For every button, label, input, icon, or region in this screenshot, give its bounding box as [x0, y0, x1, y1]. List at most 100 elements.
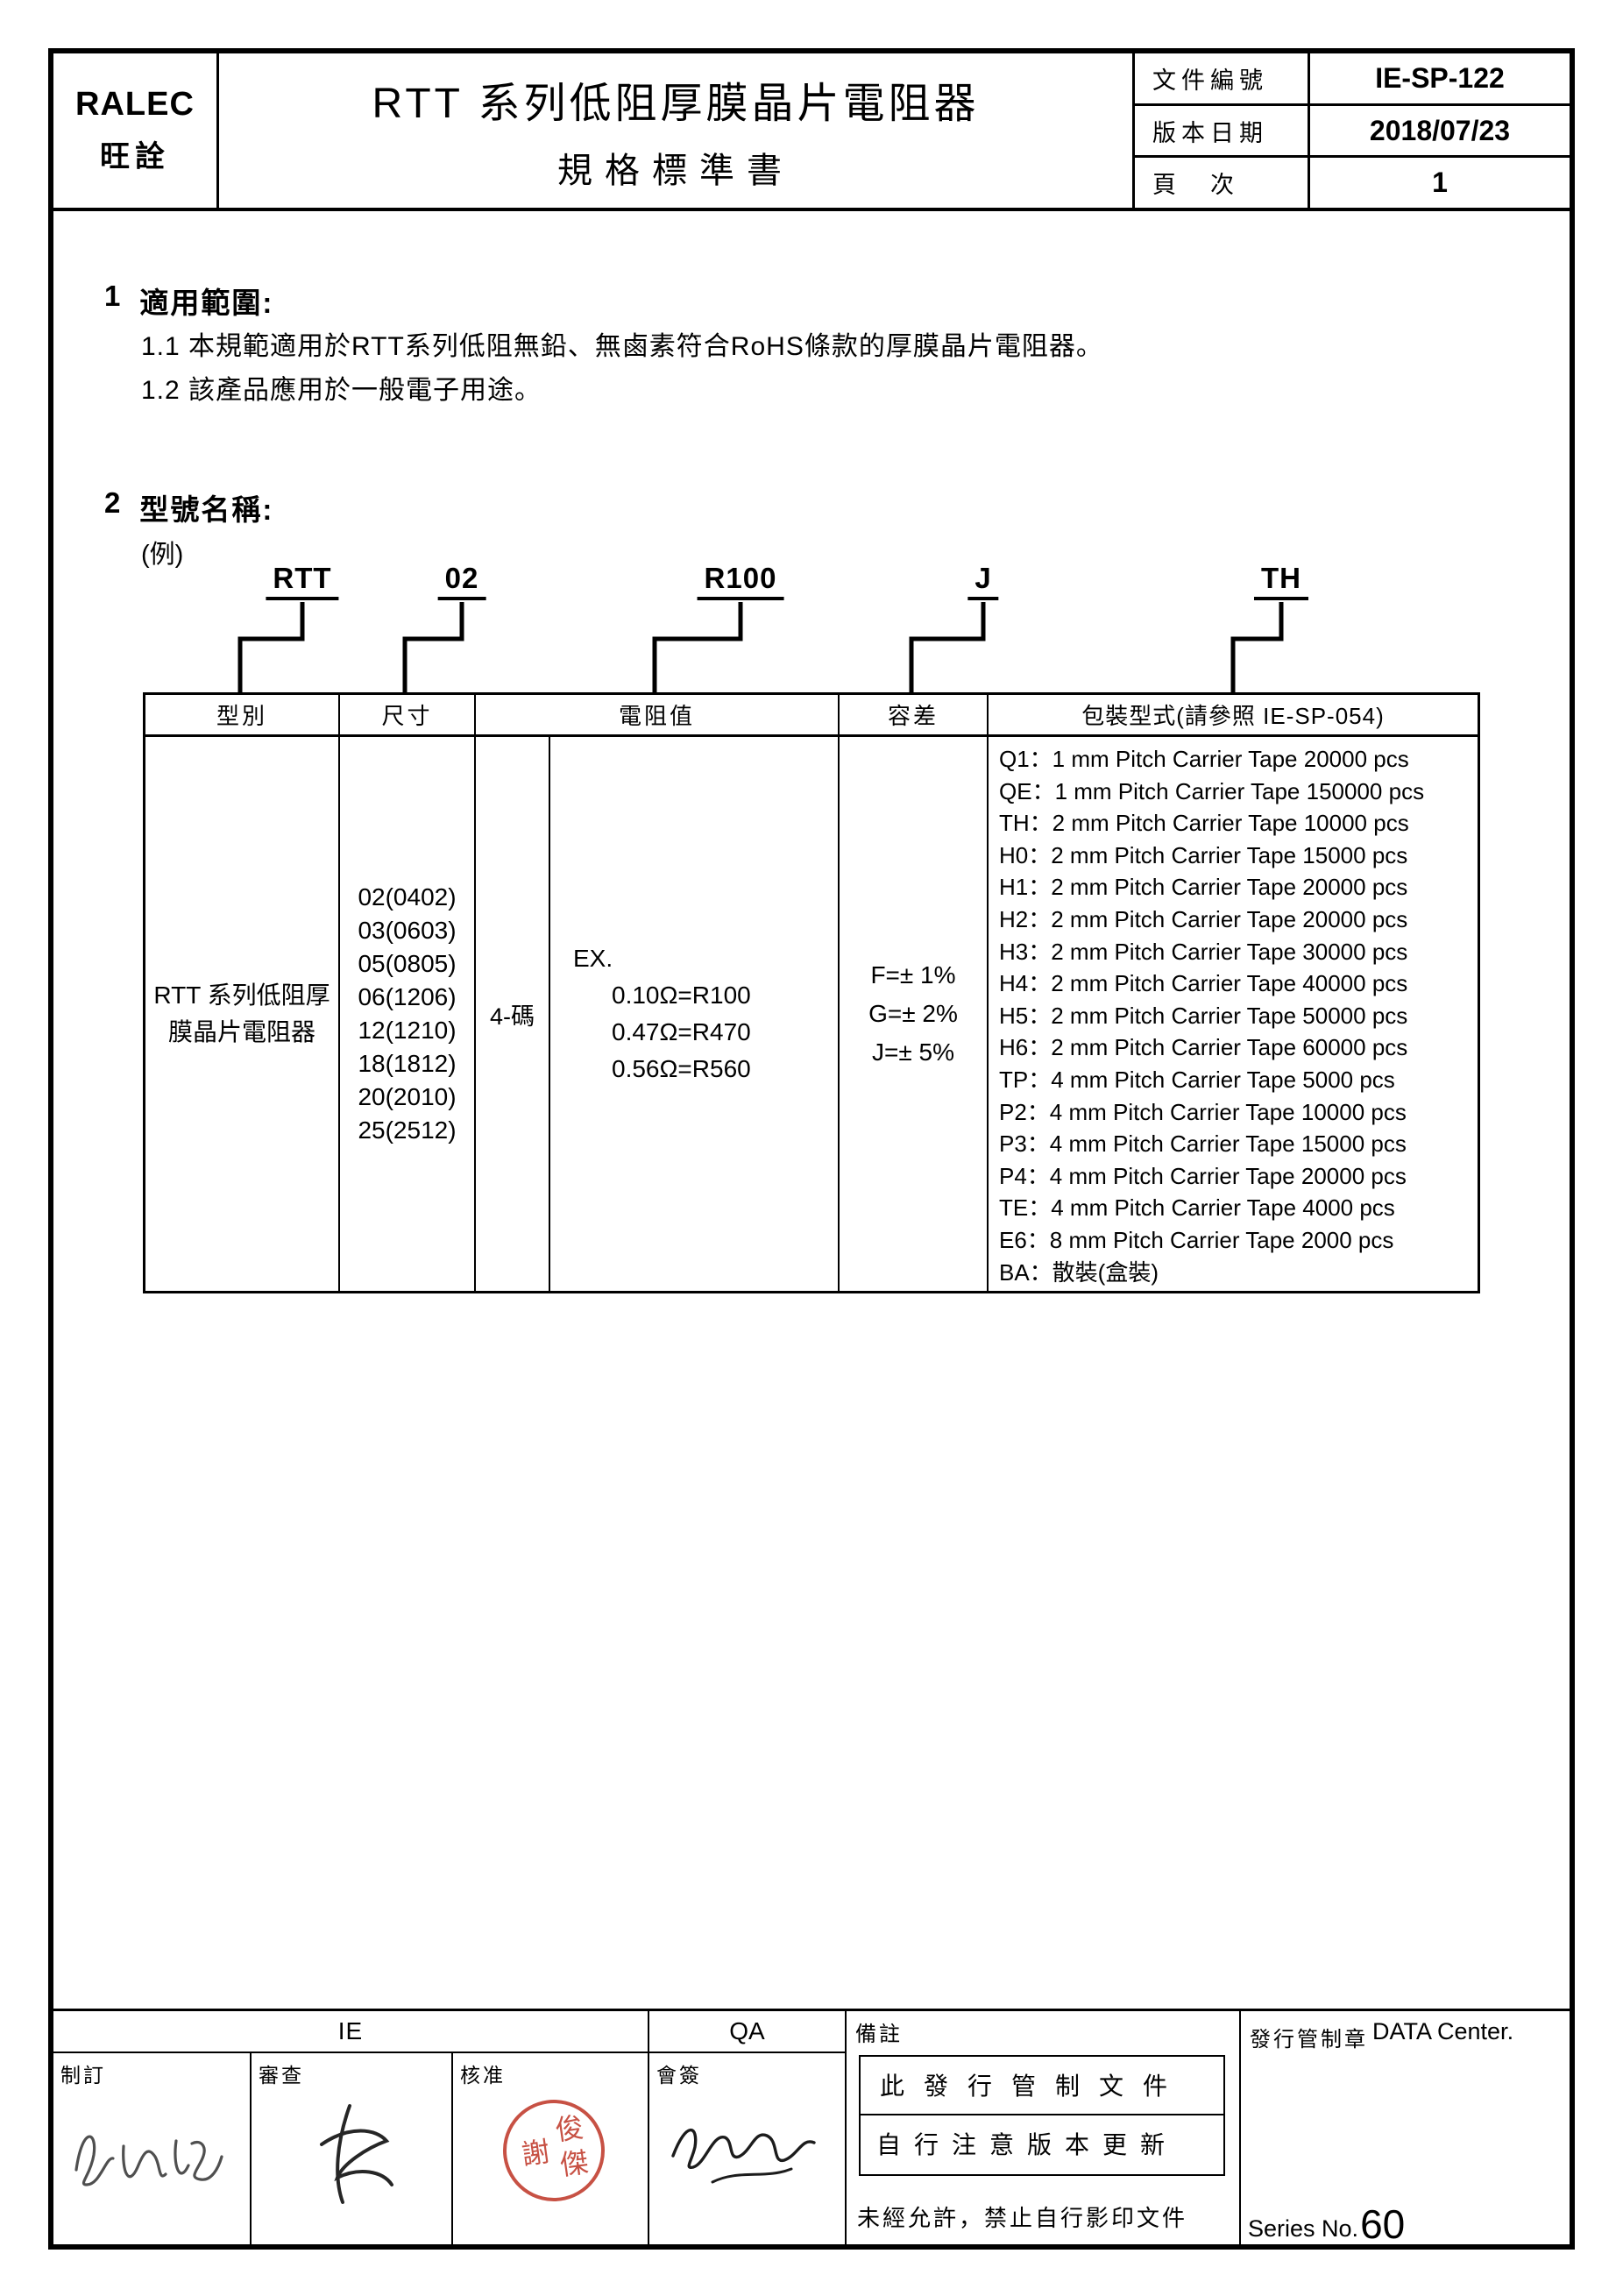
packaging-entry: TE：4 mm Pitch Carrier Tape 4000 pcs — [999, 1194, 1395, 1222]
section1-title: 適用範圍: — [139, 287, 274, 319]
cell-resistance-examples: EX. 0.10Ω=R100 0.47Ω=R470 0.56Ω=R560 — [550, 737, 840, 1291]
reviewed-by-label: 審查 — [259, 2064, 304, 2087]
col-header-type: 型別 — [145, 695, 340, 734]
sign-cell-drafted: 制訂 — [53, 2053, 252, 2247]
sign-cell-reviewed: 審查 — [252, 2053, 453, 2247]
col-header-tolerance: 容差 — [840, 695, 989, 734]
resistance-example: 0.10Ω=R100 — [612, 981, 751, 1009]
part-number-segment-tolerance: J — [967, 562, 999, 600]
part-number-segment-resistance: R100 — [697, 562, 784, 600]
remark-line2: 自行注意版本更新 — [876, 2131, 1179, 2158]
meta-row-page-number: 頁 次 1 — [1135, 158, 1570, 209]
section1-paragraph: 1.2 該產品應用於一般電子用途。 — [141, 376, 542, 405]
section1-heading: 1 適用範圍: — [104, 280, 273, 322]
size-entry: 25(2512) — [358, 1116, 457, 1144]
document-page: RALEC 旺詮 RTT 系列低阻厚膜晶片電阻器 規格標準書 文件編號 IE-S… — [48, 48, 1575, 2250]
size-entry: 20(2010) — [358, 1083, 457, 1110]
section1-number: 1 — [104, 280, 123, 312]
series-number-label: Series No. — [1248, 2215, 1359, 2242]
example-label: (例) — [141, 541, 184, 569]
resistance-example-label: EX. — [573, 945, 613, 972]
tolerance-entry: G=± 2% — [868, 1000, 958, 1027]
drafted-by-label: 制訂 — [60, 2064, 106, 2087]
size-entry: 18(1812) — [358, 1050, 457, 1077]
remark-cell: 備註 此發行管制文件 自行注意版本更新 未經允許，禁止自行影印文件 — [847, 2011, 1241, 2247]
reviewed-signature-icon — [320, 2104, 393, 2204]
size-entry: 06(1206) — [358, 983, 457, 1010]
part-number-segment-size: 02 — [437, 562, 486, 600]
approved-by-label: 核准 — [460, 2064, 506, 2087]
issue-control-stamp-label: 發行管制章 — [1250, 2028, 1368, 2052]
packaging-entry: BA：散裝(盒裝) — [999, 1258, 1159, 1286]
cell-digits: 4-碼 — [476, 737, 550, 1291]
svg-text:謝: 謝 — [520, 2136, 552, 2171]
doc-number-label: 文件編號 — [1135, 53, 1310, 103]
page-number-label: 頁 次 — [1135, 158, 1310, 209]
version-date-value: 2018/07/23 — [1369, 114, 1511, 146]
remark-label: 備註 — [855, 2023, 903, 2046]
packaging-entry: TP：4 mm Pitch Carrier Tape 5000 pcs — [999, 1066, 1395, 1093]
document-title-line1: RTT 系列低阻厚膜晶片電阻器 — [372, 81, 980, 127]
company-name-zh: 旺詮 — [100, 140, 170, 174]
doc-number-value: IE-SP-122 — [1375, 61, 1505, 94]
packaging-entry: H1：2 mm Pitch Carrier Tape 20000 pcs — [999, 874, 1408, 901]
packaging-entry: P3：4 mm Pitch Carrier Tape 15000 pcs — [999, 1130, 1407, 1158]
drafted-signature-icon — [74, 2135, 223, 2186]
packaging-entry: H0：2 mm Pitch Carrier Tape 15000 pcs — [999, 841, 1408, 868]
section2-heading: 2 型號名稱: — [104, 486, 273, 528]
series-number-value: 60 — [1360, 2201, 1406, 2247]
svg-text:傑: 傑 — [558, 2146, 591, 2181]
spec-table: 型別 尺寸 電阻值 容差 包裝型式(請參照 IE-SP-054) RTT 系列低… — [143, 692, 1480, 1293]
type-line2: 膜晶片電阻器 — [167, 1018, 315, 1045]
company-name-en: RALEC — [75, 86, 195, 123]
cell-sizes: 02(0402)03(0603)05(0805)06(1206)12(1210)… — [340, 737, 476, 1291]
section2-number: 2 — [104, 486, 123, 519]
countersigned-by-label: 會簽 — [656, 2064, 702, 2087]
packaging-entry: Q1：1 mm Pitch Carrier Tape 20000 pcs — [999, 746, 1409, 772]
company-logo: RALEC 旺詮 — [53, 53, 219, 208]
spec-table-header-row: 型別 尺寸 電阻值 容差 包裝型式(請參照 IE-SP-054) — [145, 695, 1478, 737]
remark-notice-box: 此發行管制文件 自行注意版本更新 — [859, 2055, 1225, 2176]
size-entry: 12(1210) — [358, 1017, 457, 1044]
spec-table-body-row: RTT 系列低阻厚 膜晶片電阻器 02(0402)03(0603)05(0805… — [145, 737, 1478, 1291]
type-line1: RTT 系列低阻厚 — [153, 981, 330, 1009]
packaging-entry: P4：4 mm Pitch Carrier Tape 20000 pcs — [999, 1162, 1407, 1189]
sign-cell-countersigned: 會簽 — [649, 2053, 847, 2247]
header-table: RALEC 旺詮 RTT 系列低阻厚膜晶片電阻器 規格標準書 文件編號 IE-S… — [53, 53, 1570, 211]
sign-cell-approved: 核准 俊 傑 謝 — [453, 2053, 649, 2247]
packaging-entry: H4：2 mm Pitch Carrier Tape 40000 pcs — [999, 970, 1408, 997]
col-header-size: 尺寸 — [340, 695, 476, 734]
packaging-entry: H5：2 mm Pitch Carrier Tape 50000 pcs — [999, 1002, 1408, 1029]
ie-department-label: IE — [53, 2011, 649, 2053]
document-title: RTT 系列低阻厚膜晶片電阻器 規格標準書 — [219, 53, 1135, 208]
meta-row-version-date: 版本日期 2018/07/23 — [1135, 105, 1570, 159]
size-entry: 05(0805) — [358, 950, 457, 977]
packaging-entry: TH：2 mm Pitch Carrier Tape 10000 pcs — [999, 810, 1409, 837]
section1-body: 1.1 本規範適用於RTT系列低阻無鉛、無鹵素符合RoHS條款的厚膜晶片電阻器。… — [141, 325, 1103, 413]
countersign-signature-icon — [671, 2128, 816, 2184]
col-header-resistance: 電阻值 — [476, 695, 840, 734]
data-center-label: DATA Center. — [1372, 2018, 1514, 2044]
issue-control-cell: 發行管制章 DATA Center. Series No. 60 — [1241, 2011, 1570, 2247]
series-number: Series No. 60 — [1248, 2201, 1406, 2247]
version-date-label: 版本日期 — [1135, 105, 1310, 156]
resistance-example-list: 0.10Ω=R100 0.47Ω=R470 0.56Ω=R560 — [573, 977, 838, 1088]
resistance-example: 0.56Ω=R560 — [612, 1055, 751, 1082]
page-number-value: 1 — [1432, 167, 1448, 199]
packaging-entry: H2：2 mm Pitch Carrier Tape 20000 pcs — [999, 905, 1408, 932]
svg-text:俊: 俊 — [553, 2111, 585, 2146]
part-number-segment-packaging: TH — [1254, 562, 1308, 600]
remark-line1: 此發行管制文件 — [861, 2057, 1223, 2115]
packaging-entry: QE：1 mm Pitch Carrier Tape 150000 pcs — [999, 777, 1425, 804]
packaging-entry: H6：2 mm Pitch Carrier Tape 60000 pcs — [999, 1034, 1408, 1061]
tolerance-entry: J=± 5% — [872, 1038, 954, 1066]
document-title-line2: 規格標準書 — [557, 152, 794, 190]
tolerance-entry: F=± 1% — [870, 961, 956, 989]
col-header-packaging: 包裝型式(請參照 IE-SP-054) — [1081, 703, 1385, 729]
size-entry: 03(0603) — [358, 917, 457, 944]
packaging-entry: E6：8 mm Pitch Carrier Tape 2000 pcs — [999, 1226, 1394, 1253]
qa-department-label: QA — [649, 2011, 847, 2053]
resistance-example: 0.47Ω=R470 — [612, 1018, 751, 1045]
section2-title: 型號名稱: — [139, 493, 274, 526]
